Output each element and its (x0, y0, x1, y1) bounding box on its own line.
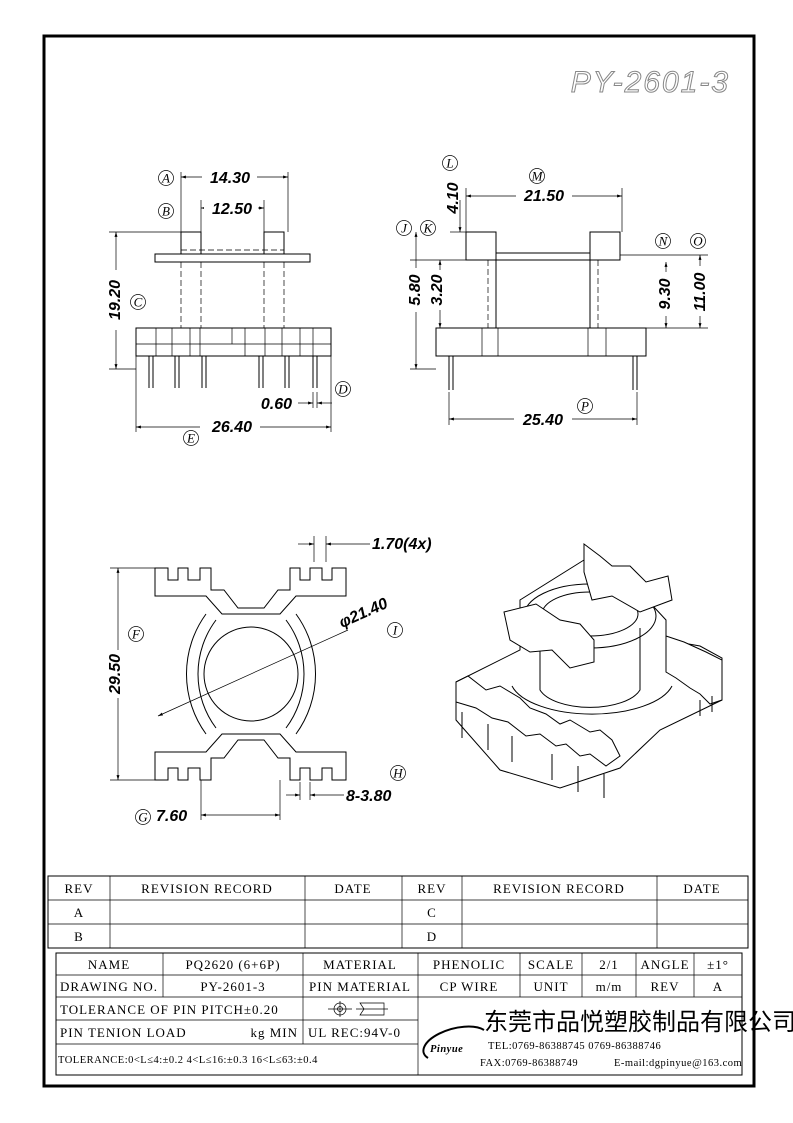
label-circle-b (158, 203, 174, 219)
dim-n: 9.30 (657, 278, 674, 309)
company-name: 东莞市品悦塑胶制品有限公司 (484, 1008, 793, 1036)
label-c: C (134, 295, 143, 310)
material-label: MATERIAL (323, 957, 397, 972)
dim-i: φ21.40 (337, 595, 391, 631)
label-l: L (445, 156, 453, 171)
label-h: H (392, 766, 403, 781)
record-header-2: REVISION RECORD (493, 881, 625, 896)
scale-value: 2/1 (599, 957, 619, 972)
label-a: A (161, 171, 170, 186)
label-n: N (658, 234, 669, 249)
dim-c: 19.20 (107, 280, 124, 320)
label-o: O (693, 234, 703, 249)
company-fax: FAX:0769-86388749 (480, 1058, 578, 1069)
pin-load-unit: kg MIN (250, 1025, 298, 1040)
dim-l: 4.10 (445, 182, 462, 214)
unit-value: m/m (596, 979, 623, 994)
pin-load-label: PIN TENION LOAD (60, 1025, 187, 1040)
logo-text: Pinyue (430, 1044, 463, 1055)
label-circle-h (390, 765, 406, 781)
dim-p: 25.40 (522, 412, 563, 429)
name-label: NAME (88, 957, 130, 972)
dim-d: 0.60 (261, 396, 292, 413)
dim-slot: 1.70(4x) (372, 536, 432, 553)
angle-value: ±1° (707, 957, 729, 972)
label-i: I (392, 623, 398, 638)
pin-pitch-tolerance: TOLERANCE OF PIN PITCH±0.20 (60, 1002, 279, 1017)
label-circle-p (577, 398, 593, 414)
drawing-no-value: PY-2601-3 (200, 979, 265, 994)
side-view: 21.50 4.10 5.80 3.20 9.30 11.00 25.40 (405, 182, 709, 429)
front-view: 14.30 12.50 19.20 0.60 26.40 (104, 168, 332, 436)
rev-a: A (74, 905, 84, 920)
dim-f: 29.50 (107, 654, 124, 695)
drawing-no-label: DRAWING NO. (60, 979, 158, 994)
projection-symbol-icon (328, 1001, 388, 1017)
drawing-title: PY-2601-3 (571, 66, 730, 99)
pinyue-logo-icon: Pinyue (422, 1025, 485, 1059)
label-f: F (131, 627, 141, 642)
ul-rating: UL REC:94V-0 (308, 1025, 401, 1040)
label-circle-d (335, 381, 351, 397)
label-d: D (337, 382, 348, 397)
dim-g: 7.60 (156, 808, 187, 825)
pin-material-label: PIN MATERIAL (309, 979, 411, 994)
label-circle-c (130, 294, 146, 310)
revision-table: REV REVISION RECORD DATE REV REVISION RE… (47, 875, 749, 949)
pin-material-value: CP WIRE (440, 979, 499, 994)
dim-m: 21.50 (523, 188, 564, 205)
label-k: K (423, 221, 434, 236)
rev-header-2: REV (418, 881, 447, 896)
label-circle-a (158, 170, 174, 186)
company-tel: TEL:0769-86388745 0769-86388746 (488, 1041, 661, 1052)
scale-label: SCALE (528, 957, 574, 972)
label-circle-o (690, 233, 706, 249)
top-view: 1.70(4x) 29.50 φ21.40 8-3.80 7.60 (104, 536, 432, 825)
dim-a: 14.30 (210, 170, 250, 187)
label-e: E (186, 431, 195, 446)
record-header-1: REVISION RECORD (141, 881, 273, 896)
rev-d: D (427, 929, 437, 944)
unit-label: UNIT (533, 979, 568, 994)
name-value: PQ2620 (6+6P) (185, 957, 280, 972)
label-j: J (401, 221, 408, 236)
label-circle-l (442, 155, 458, 171)
dim-j: 5.80 (407, 274, 424, 305)
rev-b: B (74, 929, 84, 944)
label-circle-f (128, 626, 144, 642)
label-circle-i (387, 622, 403, 638)
label-circle-j (396, 220, 412, 236)
title-block: NAME PQ2620 (6+6P) MATERIAL PHENOLIC SCA… (55, 952, 793, 1076)
dim-h: 8-3.80 (346, 788, 391, 805)
isometric-view (455, 543, 723, 798)
dim-e: 26.40 (211, 419, 252, 436)
label-circle-e (183, 430, 199, 446)
material-value: PHENOLIC (433, 957, 505, 972)
label-circle-n (655, 233, 671, 249)
date-header-1: DATE (334, 881, 371, 896)
general-tolerance: TOLERANCE:0<L≤4:±0.2 4<L≤16:±0.3 16<L≤63… (58, 1055, 318, 1066)
sheet-border (42, 34, 756, 1088)
angle-label: ANGLE (640, 957, 689, 972)
rev-label: REV (651, 979, 680, 994)
label-b: B (162, 204, 170, 219)
date-header-2: DATE (683, 881, 720, 896)
label-g: G (138, 810, 148, 825)
label-m: M (531, 169, 544, 184)
rev-header-1: REV (65, 881, 94, 896)
label-circle-k (420, 220, 436, 236)
dim-b: 12.50 (212, 201, 252, 218)
dim-k: 3.20 (429, 274, 446, 305)
rev-value: A (713, 979, 723, 994)
company-email: E-mail:dgpinyue@163.com (614, 1058, 742, 1069)
label-circle-g (135, 809, 151, 825)
rev-c: C (427, 905, 437, 920)
label-circle-m (529, 168, 545, 184)
dim-o: 11.00 (692, 272, 709, 311)
label-p: P (580, 399, 589, 414)
